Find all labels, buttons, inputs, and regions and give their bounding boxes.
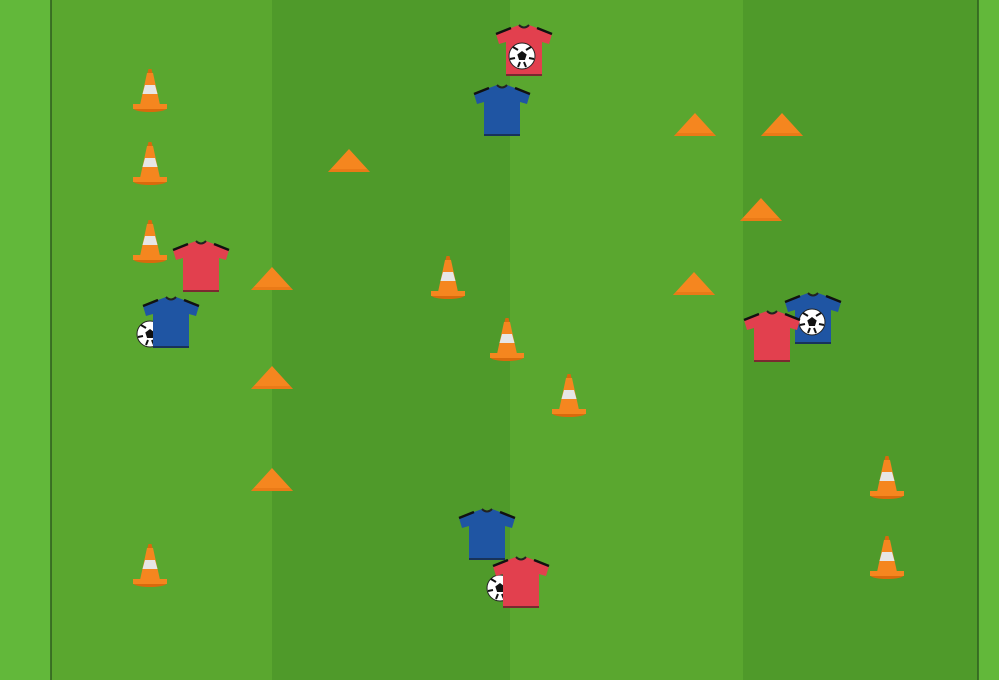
ball (799, 309, 825, 335)
ball (509, 43, 535, 69)
stripe-2 (272, 0, 510, 680)
stripe-3 (510, 0, 743, 680)
